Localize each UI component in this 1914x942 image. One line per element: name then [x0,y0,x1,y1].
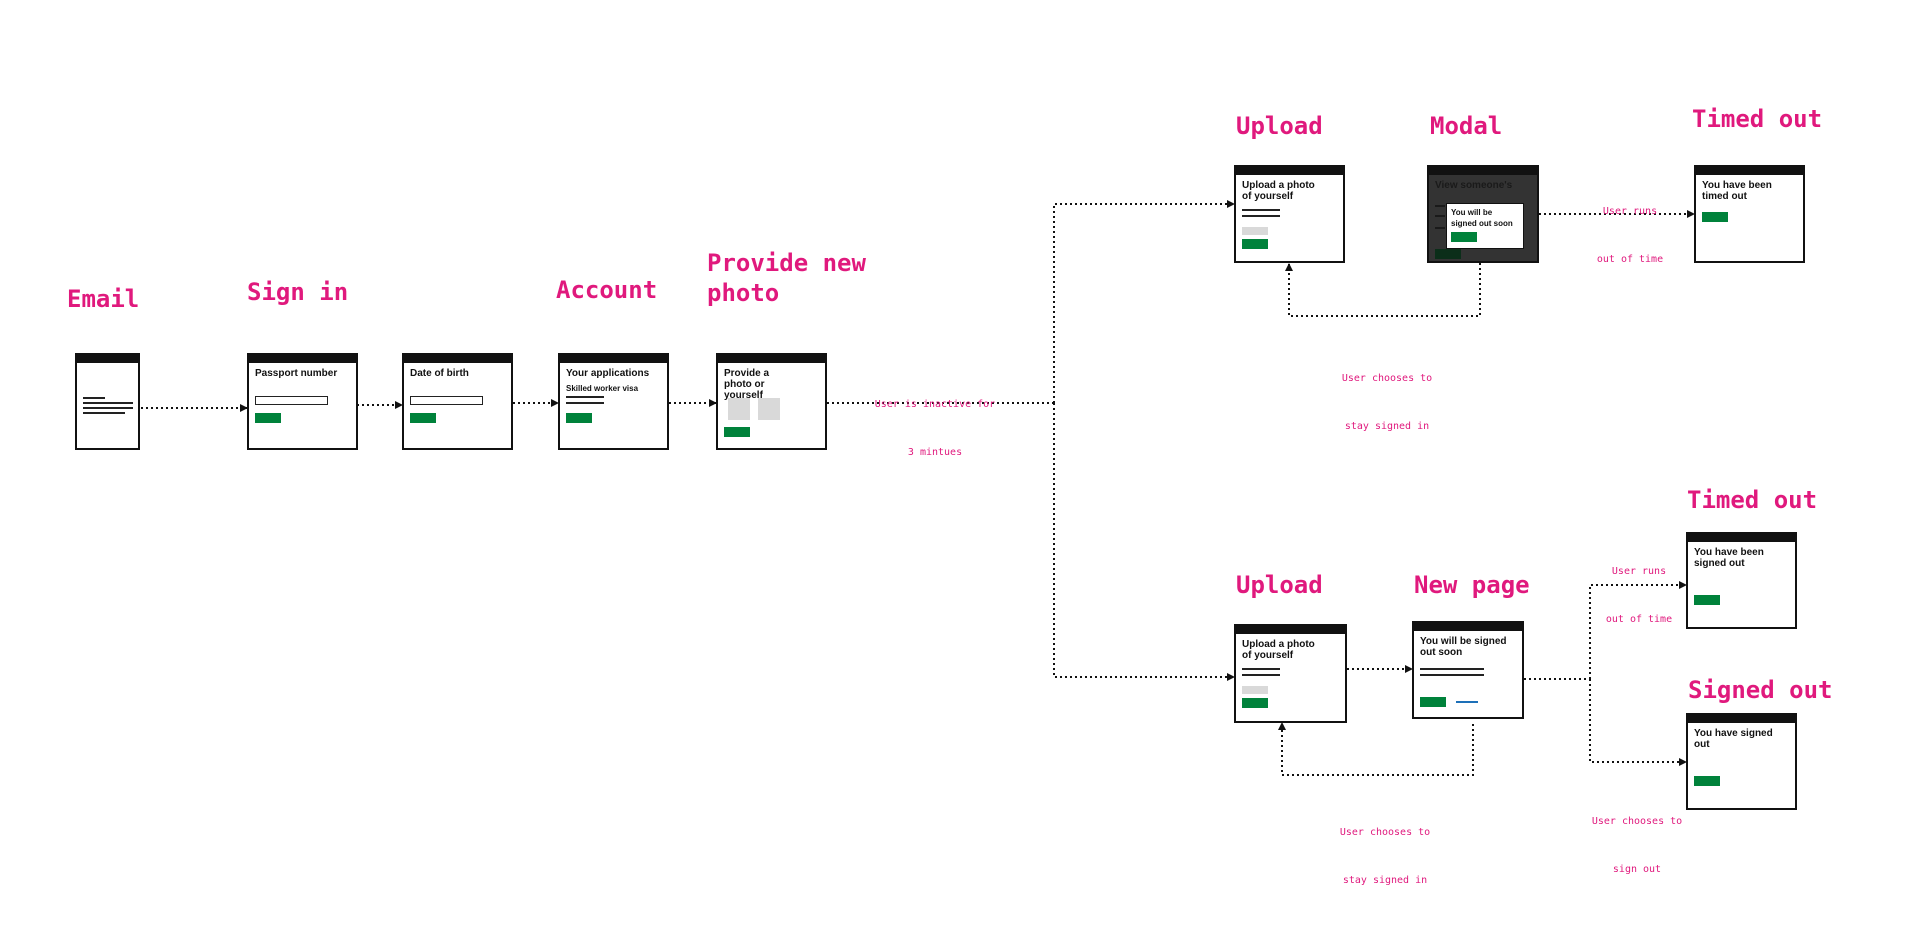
signout-modal-heading: You will be signed out soon [1451,208,1513,228]
screen-timed-out-top-heading: You have been timed out [1702,180,1772,202]
title-email: Email [67,285,140,313]
email-text-line [83,412,125,414]
screen-new-page-heading: You will be signed out soon [1420,636,1507,658]
title-provide-photo-line2: photo [707,279,780,307]
note-stay-top-line2: stay signed in [1344,421,1430,432]
dob-input [410,396,483,405]
screen-email [75,353,140,450]
note-stay-top: User chooses to stay signed in [1332,339,1442,451]
arrow-branch-to-upload-top [1053,200,1235,403]
screen-timed-out-bottom: You have been signed out [1686,532,1797,629]
note-stay-top-line1: User chooses to [1341,373,1433,384]
account-text-line [566,402,604,404]
note-runs-out-top: User runs out of time [1585,172,1675,284]
note-stay-bottom-line1: User chooses to [1339,827,1431,838]
screen-upload-bottom: Upload a photo of yourself [1234,624,1347,723]
screen-signed-out: You have signed out [1686,713,1797,810]
screen-account-sub: Skilled worker visa [566,384,639,393]
screen-dob-heading: Date of birth [410,368,469,379]
photo-placeholder [728,398,750,420]
note-sign-out-line2: sign out [1612,864,1662,875]
signed-out-button [1694,776,1720,786]
stay-signed-in-button [1420,697,1446,707]
note-inactive: User is inactive for 3 mintues [870,365,1000,477]
account-button [566,413,592,423]
screen-dob: Date of birth [402,353,513,450]
timed-out-top-button [1702,212,1728,222]
screen-provide-photo: Provide a photo or yourself [716,353,827,450]
screen-modal: View someone's You will be signed out so… [1427,165,1539,263]
dob-continue-button [410,413,436,423]
title-signed-out: Signed out [1688,676,1833,704]
upload-file-placeholder [1242,686,1268,694]
note-inactive-line1: User is inactive for [874,399,996,410]
modal-bg-line [1435,215,1445,217]
screen-passport: Passport number [247,353,358,450]
upload-text-line [1242,668,1280,670]
modal-bg-line [1435,205,1445,207]
upload-text-line [1242,209,1280,211]
screen-provide-photo-heading: Provide a photo or yourself [724,368,770,401]
provide-photo-button [724,427,750,437]
timed-out-bottom-button [1694,595,1720,605]
title-account: Account [556,276,658,304]
screen-timed-out-bottom-heading: You have been signed out [1694,547,1764,569]
passport-continue-button [255,413,281,423]
title-provide-photo-line1: Provide new [707,249,866,277]
title-provide-photo: Provide new photo [707,248,866,308]
note-sign-out-line1: User chooses to [1591,816,1683,827]
email-text-line [83,407,133,409]
title-timed-out-top: Timed out [1692,105,1823,133]
screen-modal-bg-heading: View someone's [1435,180,1513,191]
email-text-line [83,402,133,404]
upload-top-button [1242,239,1268,249]
passport-input [255,396,328,405]
title-timed-out-bottom: Timed out [1687,486,1818,514]
upload-text-line [1242,674,1280,676]
photo-placeholder [758,398,780,420]
screen-account-heading: Your applications [566,368,650,379]
arrow-newpage-back-to-upload [1278,722,1474,776]
title-upload-top: Upload [1236,112,1323,140]
screen-upload-top: Upload a photo of yourself [1234,165,1345,263]
title-upload-bottom: Upload [1236,571,1323,599]
note-runs-out-bottom-line2: out of time [1605,614,1673,625]
stay-signed-in-button [1451,232,1477,242]
screen-signed-out-heading: You have signed out [1694,728,1773,750]
arrow-branch-to-upload-bottom [1053,403,1235,681]
title-modal: Modal [1430,112,1503,140]
note-stay-bottom-line2: stay signed in [1342,875,1428,886]
new-page-text-line [1420,674,1484,676]
screen-upload-bottom-heading: Upload a photo of yourself [1242,639,1315,661]
screen-upload-top-heading: Upload a photo of yourself [1242,180,1315,202]
note-inactive-line2: 3 mintues [907,447,963,458]
modal-bg-button [1435,249,1461,259]
screen-timed-out-top: You have been timed out [1694,165,1805,263]
sign-out-link [1456,701,1478,703]
note-runs-out-top-line2: out of time [1596,254,1664,265]
note-runs-out-bottom: User runs out of time [1594,532,1684,644]
screen-passport-heading: Passport number [255,368,338,379]
note-stay-bottom: User chooses to stay signed in [1330,793,1440,905]
note-runs-out-top-line1: User runs [1602,206,1658,217]
arrow-modal-back-to-upload [1285,263,1481,317]
email-text-line [83,397,105,399]
arrow-branch-to-timed-out [1589,581,1687,679]
signout-modal: You will be signed out soon [1446,203,1524,249]
upload-file-placeholder [1242,227,1268,235]
upload-bottom-button [1242,698,1268,708]
note-runs-out-bottom-line1: User runs [1611,566,1667,577]
account-text-line [566,396,604,398]
new-page-text-line [1420,668,1484,670]
note-sign-out: User chooses to sign out [1582,782,1692,894]
screen-account: Your applications Skilled worker visa [558,353,669,450]
screen-new-page: You will be signed out soon [1412,621,1524,719]
title-new-page: New page [1414,571,1530,599]
upload-text-line [1242,215,1280,217]
title-sign-in: Sign in [247,278,349,306]
modal-bg-line [1435,227,1445,229]
arrow-branch-to-signed-out [1589,679,1687,766]
